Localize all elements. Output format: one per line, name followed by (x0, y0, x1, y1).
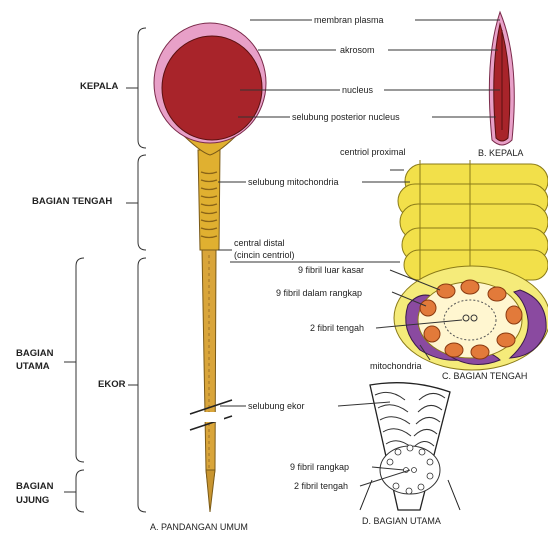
label-central-distal: central distal (234, 238, 285, 248)
region-label-bagian-utama-1: BAGIAN (16, 349, 53, 359)
label-selubung-ekor: selubung ekor (248, 401, 305, 411)
region-brackets (64, 28, 146, 512)
caption-b: B. KEPALA (478, 148, 523, 158)
tail-end-piece (206, 470, 215, 512)
label-selubung-mitochondria: selubung mitochondria (248, 177, 339, 187)
label-fibril-tengah-c: 2 fibril tengah (310, 323, 364, 333)
midpiece (198, 150, 220, 250)
label-mitochondria: mitochondria (370, 361, 422, 371)
region-label-bagian-ujung-1: BAGIAN (16, 482, 53, 492)
region-label-bagian-tengah: BAGIAN TENGAH (32, 197, 112, 207)
sperm-general-view (154, 23, 266, 512)
label-fibril-tengah-d: 2 fibril tengah (294, 481, 348, 491)
caption-c: C. BAGIAN TENGAH (442, 371, 527, 381)
principal-piece-detail (360, 383, 460, 510)
caption-a: A. PANDANGAN UMUM (150, 522, 248, 532)
label-fibril-rangkap: 9 fibril rangkap (290, 462, 349, 472)
region-label-kepala: KEPALA (80, 82, 118, 92)
region-label-ekor: EKOR (98, 380, 125, 390)
label-fibril-dalam: 9 fibril dalam rangkap (276, 288, 362, 298)
head-side-view (489, 12, 514, 145)
region-label-bagian-utama-2: UTAMA (16, 362, 50, 372)
head-nucleus (162, 36, 262, 140)
label-nucleus: nucleus (342, 85, 373, 95)
label-fibril-luar: 9 fibril luar kasar (298, 265, 364, 275)
midpiece-detail (394, 160, 548, 370)
label-cincin-centriol: (cincin centriol) (234, 250, 295, 260)
region-label-bagian-ujung-2: UJUNG (16, 496, 49, 506)
label-selubung-posterior: selubung posterior nucleus (292, 112, 400, 122)
caption-d: D. BAGIAN UTAMA (362, 516, 441, 526)
label-membran-plasma: membran plasma (314, 15, 384, 25)
label-centriol-proximal: centriol proximal (340, 147, 406, 157)
label-akrosom: akrosom (340, 45, 375, 55)
